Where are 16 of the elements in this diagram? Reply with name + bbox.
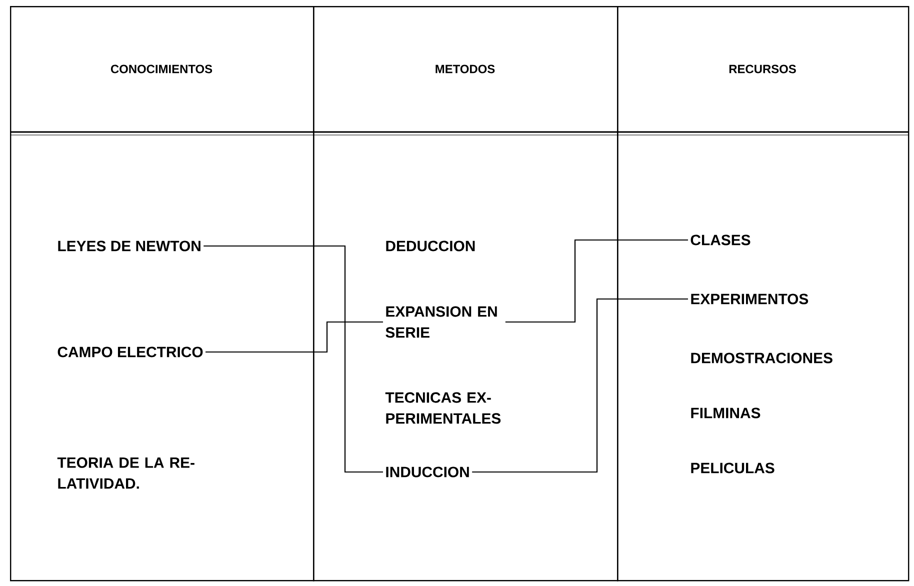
connector-line <box>472 298 688 473</box>
item-text: INDUCCION <box>386 466 469 478</box>
item-text: FILMINAS <box>691 408 760 418</box>
item-text: EXPERIMENTOS <box>691 294 808 304</box>
connector-line <box>206 321 383 353</box>
connector-line <box>505 239 688 323</box>
connector-line <box>204 245 383 473</box>
item-text: DEDUCCION <box>386 240 475 252</box>
item-text: PELICULAS <box>691 462 774 474</box>
item-text: DEMOSTRACIONES <box>691 352 832 364</box>
item-text: EXPANSION EN SERIE <box>386 306 497 338</box>
item-text: LEYES DE NEWTON <box>58 240 200 252</box>
item-text: CLASES <box>690 234 750 246</box>
item-text: CAMPO ELECTRICO <box>58 346 203 358</box>
item-text: TECNICAS EX-PERIMENTALES <box>385 392 501 424</box>
item-text: TEORIA DE LA RE-LATIVIDAD. <box>57 457 194 489</box>
